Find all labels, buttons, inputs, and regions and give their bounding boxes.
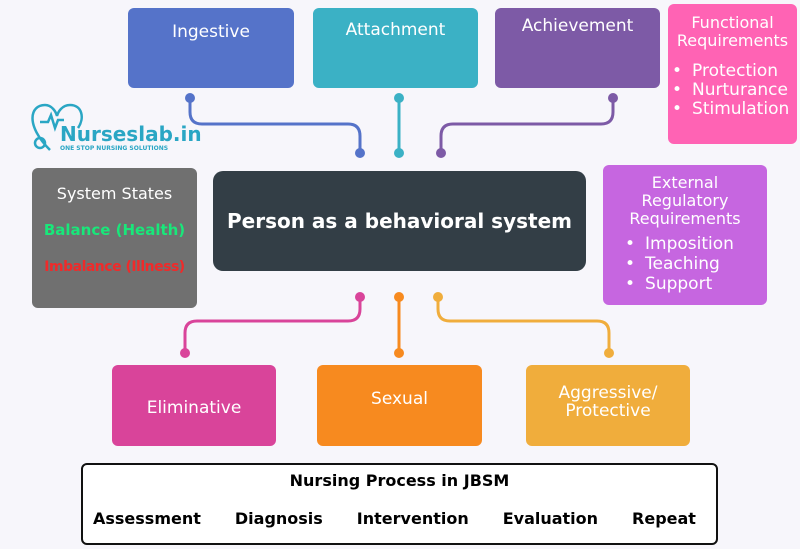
connector-eliminative — [183, 297, 362, 353]
external-item: Support — [625, 274, 767, 294]
external-title: External Regulatory Requirements — [629, 173, 741, 228]
subsystem-ingestive: Ingestive — [128, 8, 294, 88]
nursing-process-panel: Nursing Process in JBSM Assessment Diagn… — [81, 463, 718, 545]
logo: Nurseslab.in ONE STOP NURSING SOLUTIONS — [60, 124, 202, 152]
step-repeat: Repeat — [632, 509, 696, 528]
step-evaluation: Evaluation — [502, 509, 599, 528]
subsystem-sexual: Sexual — [317, 365, 482, 446]
functional-item: Nurturance — [672, 81, 797, 100]
connector-achievement — [439, 98, 615, 153]
step-intervention: Intervention — [356, 509, 469, 528]
connector-aggressive — [436, 297, 611, 353]
logo-name: Nurseslab.in — [60, 122, 202, 146]
functional-item: Stimulation — [672, 100, 797, 119]
system-states: System States Balance (Health) Imbalance… — [32, 168, 197, 308]
subsystem-label: Ingestive — [172, 22, 250, 42]
subsystem-label: Eliminative — [146, 397, 242, 418]
subsystem-eliminative: Eliminative — [112, 365, 276, 446]
subsystem-achievement: Achievement — [495, 8, 660, 88]
subsystem-aggressive-protective: Aggressive/ Protective — [526, 365, 690, 446]
functional-item: Protection — [672, 62, 797, 81]
subsystem-label: Attachment — [345, 20, 446, 40]
external-regulatory-requirements: External Regulatory Requirements Imposit… — [603, 165, 767, 305]
center-title: Person as a behavioral system — [227, 209, 572, 233]
subsystem-label: Achievement — [521, 16, 634, 36]
system-states-title: System States — [56, 184, 173, 203]
functional-requirements: Functional Requirements Protection Nurtu… — [668, 4, 797, 144]
center-person-behavioral-system: Person as a behavioral system — [213, 171, 586, 271]
step-assessment: Assessment — [93, 509, 201, 528]
subsystem-label: Sexual — [371, 388, 428, 409]
subsystem-label: Aggressive/ Protective — [558, 382, 658, 421]
step-diagnosis: Diagnosis — [234, 509, 323, 528]
external-item: Teaching — [625, 254, 767, 274]
nursing-process-title: Nursing Process in JBSM — [289, 471, 510, 490]
balance-health: Balance (Health) — [43, 221, 186, 239]
connector-ingestive — [188, 98, 362, 153]
external-item: Imposition — [625, 234, 767, 254]
functional-title: Functional Requirements — [676, 13, 789, 50]
imbalance-illness: Imbalance (Illness) — [44, 259, 185, 275]
logo-heart-icon — [31, 103, 83, 151]
logo-tagline: ONE STOP NURSING SOLUTIONS — [60, 145, 169, 152]
subsystem-attachment: Attachment — [313, 8, 478, 88]
